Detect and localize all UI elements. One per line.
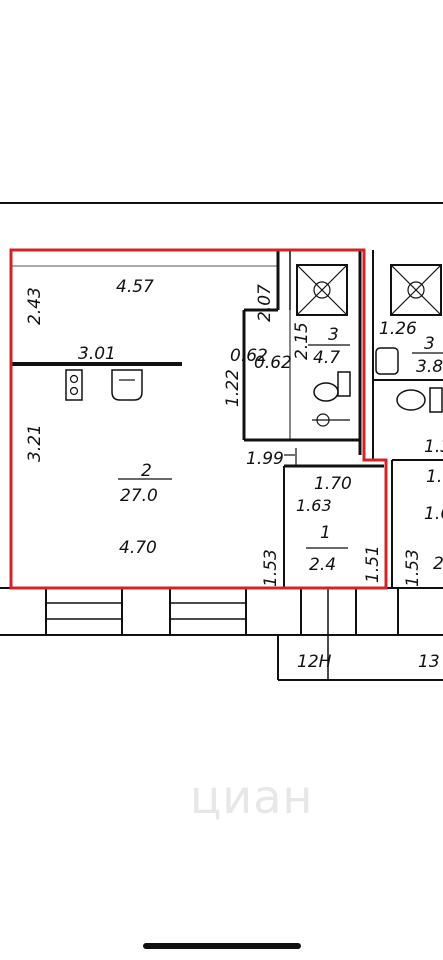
dim-right-bottom: 1.53 [403,549,423,587]
dim-bath-bottom: 1.99 [246,449,284,469]
toilet-icon-right [396,387,443,413]
dim-right-side-b: 1. [426,467,442,487]
dim-hall-width: 1.63 [296,496,332,515]
unit-label-left: 12H [297,652,332,672]
toilet-icon-left [312,371,351,427]
unit-label-right: 13 [418,652,440,672]
dim-right-bath-width: 1.26 [379,319,417,339]
room-bath-left-number: 3 [328,325,339,345]
home-indicator[interactable] [143,943,301,949]
dim-hall-top: 1.70 [314,474,352,494]
stove-icon [65,369,83,401]
dim-inner-vertical: 1.22 [223,369,243,407]
dim-bottom-width: 4.70 [119,538,157,558]
room-bath-right-number: 3 [424,334,435,354]
dim-right-edge: 2 [433,554,443,574]
room-main-area: 27.0 [120,486,158,506]
room-hall-number: 1 [320,523,331,543]
room-hall-area: 2.4 [309,555,336,575]
building-walls [0,202,443,681]
dim-partition-width: 3.01 [78,344,116,364]
room-main-number: 2 [141,461,152,481]
room-bath-right-area: 3.8 [416,357,443,377]
unit-outline [9,248,388,590]
vent-shaft-left [296,264,348,316]
dim-right-side-a: 1.3 [424,437,443,457]
dim-left-upper: 2.43 [25,287,45,325]
dim-top-width: 4.57 [116,277,154,297]
dim-hall-left: 1.53 [261,549,281,587]
window-left [45,587,123,636]
dim-step-a: 0.62 [230,346,268,366]
sink-icon [111,369,143,401]
dim-step-b: 0.62 [254,353,292,373]
sink-icon-right-bath [375,347,399,375]
vent-shaft-right [390,264,442,316]
dim-niche-vertical: 2.07 [255,284,275,322]
dim-bath-left-side: 2.15 [292,322,312,360]
interior-walls [12,250,443,588]
room-bath-left-area: 4.7 [313,348,340,368]
door-swing-hall [284,448,297,465]
watermark-logo: циан [190,770,314,824]
window-right [169,587,247,636]
dim-hall-right: 1.51 [363,545,383,583]
entrance-door [300,588,399,680]
dim-right-side-c: 1.6 [424,504,443,524]
dim-left-lower: 3.21 [25,424,45,462]
